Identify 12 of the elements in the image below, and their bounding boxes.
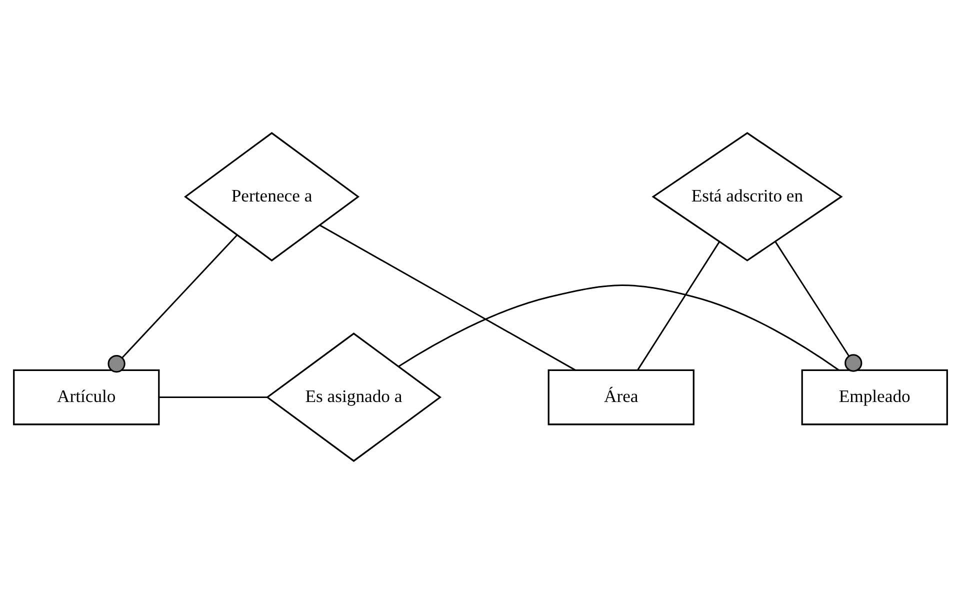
node-diamond: Es asignado a	[266, 332, 442, 462]
node-box: Área	[548, 368, 694, 425]
connector	[774, 241, 862, 372]
node-diamond: Está adscrito en	[652, 132, 843, 261]
node-box: Empleado	[801, 368, 948, 425]
connector	[320, 224, 576, 370]
node-box: Artículo	[13, 368, 160, 425]
node-diamond: Pertenece a	[184, 132, 360, 261]
connector	[398, 284, 840, 370]
connector	[108, 234, 238, 372]
connector	[158, 396, 267, 398]
connector	[637, 241, 720, 370]
